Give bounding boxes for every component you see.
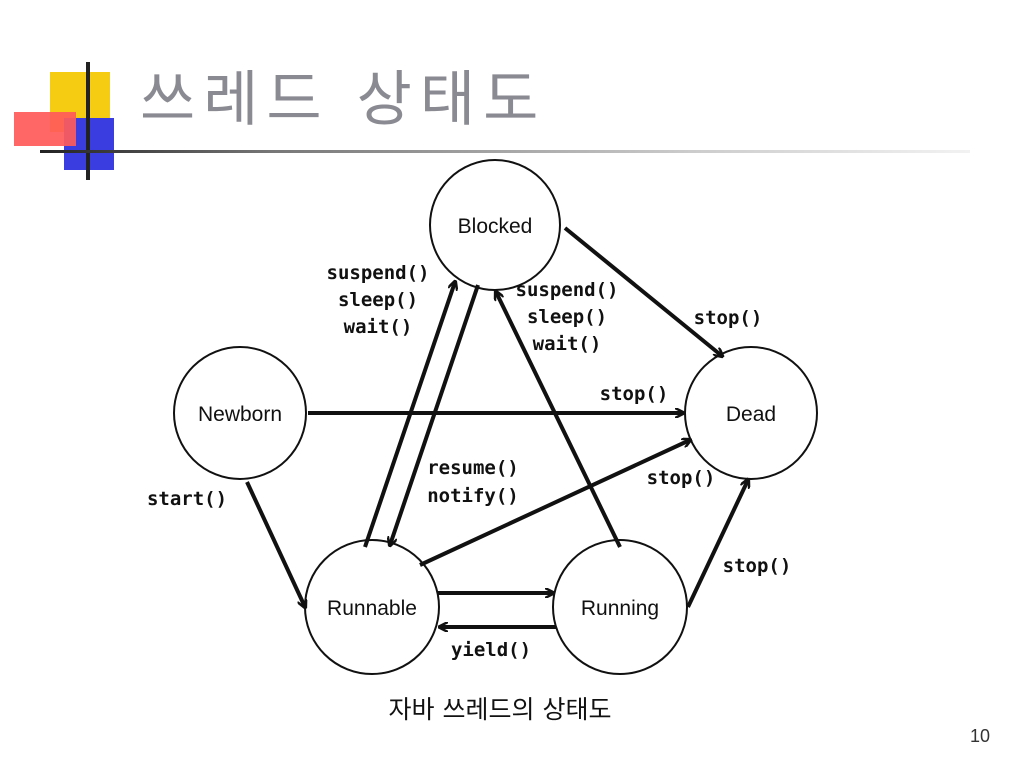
diagram-caption: 자바 쓰레드의 상태도: [388, 695, 612, 724]
label-newborn-runnable: start(): [147, 488, 227, 510]
state-blocked: Blocked: [429, 159, 561, 291]
arrow-running-to-dead: [686, 480, 748, 608]
label-running-dead: stop(): [723, 555, 792, 577]
label-running-blocked-1: suspend(): [516, 279, 619, 301]
state-newborn: Newborn: [173, 346, 307, 480]
arrow-runnable-to-dead: [419, 440, 690, 567]
label-runnable-blocked-1: suspend(): [327, 262, 430, 284]
state-runnable-label: Runnable: [327, 597, 417, 620]
label-blocked-dead: stop(): [694, 307, 763, 329]
state-dead: Dead: [684, 346, 818, 480]
arrow-newborn-to-runnable: [245, 481, 305, 607]
label-newborn-dead: stop(): [600, 383, 669, 405]
state-blocked-label: Blocked: [458, 215, 533, 238]
state-running-label: Running: [581, 597, 659, 620]
label-runnable-blocked-2: sleep(): [338, 289, 418, 311]
title-underline: [40, 150, 970, 153]
label-running-blocked-3: wait(): [533, 333, 602, 355]
page-number: 10: [969, 726, 990, 746]
page-title: 쓰레드 상태도: [140, 65, 547, 135]
state-running: Running: [552, 539, 688, 675]
state-newborn-label: Newborn: [198, 403, 282, 426]
label-runnable-dead: stop(): [647, 467, 716, 489]
label-running-blocked-2: sleep(): [527, 306, 607, 328]
arrow-blocked-to-dead: [563, 226, 722, 356]
label-running-runnable: yield(): [451, 639, 531, 661]
decor-vertical-line: [86, 62, 90, 180]
label-blocked-runnable-1: resume(): [427, 457, 519, 479]
label-blocked-runnable-2: notify(): [427, 485, 519, 507]
label-runnable-blocked-3: wait(): [344, 316, 413, 338]
state-dead-label: Dead: [726, 403, 776, 426]
arrow-running-to-blocked: [496, 292, 622, 548]
decor-red-bar: [14, 112, 76, 146]
state-runnable: Runnable: [304, 539, 440, 675]
